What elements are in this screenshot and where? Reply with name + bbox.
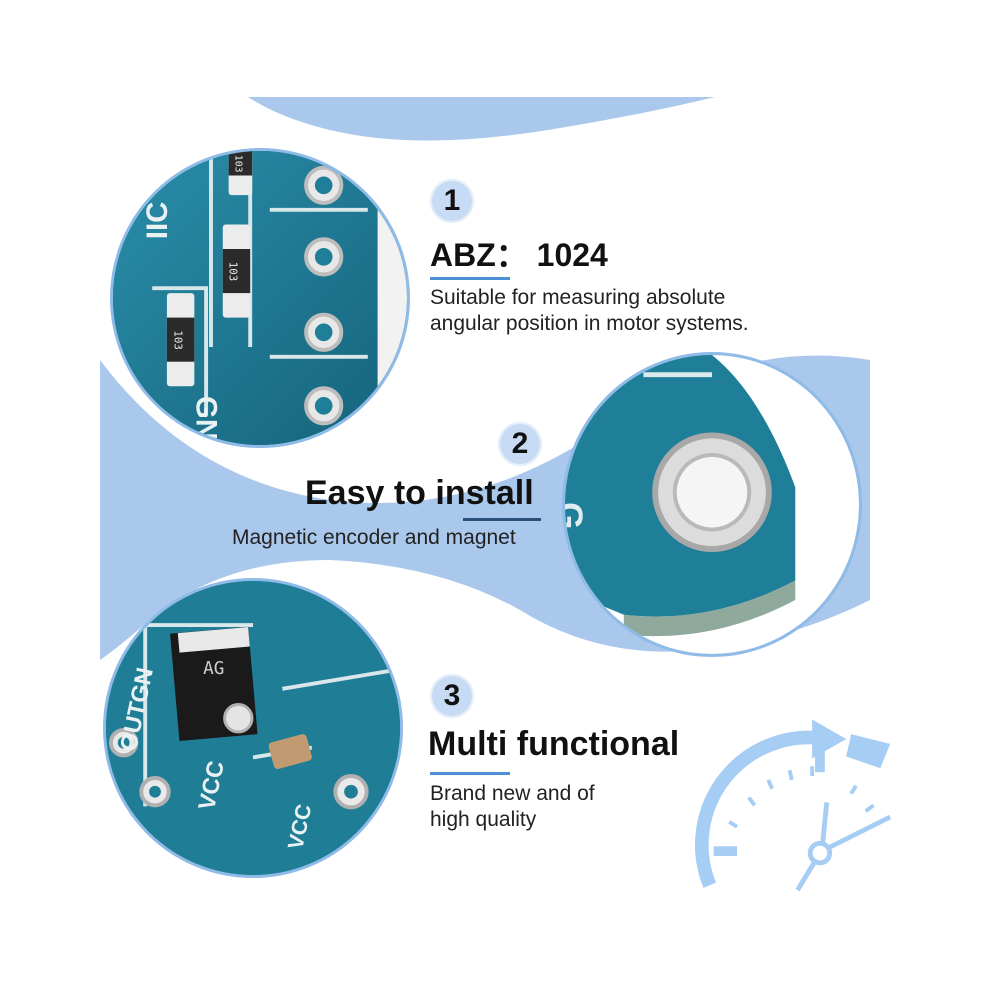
arrow-icon	[812, 719, 847, 759]
feature-1-description-line-1: Suitable for measuring absolute	[430, 286, 726, 309]
feature-1-description-line-2: angular position in motor systems.	[430, 312, 749, 335]
feature-2-title: Easy to install	[305, 474, 534, 512]
feature-2-description-line-1: Magnetic encoder and magnet	[232, 526, 516, 549]
pcb-closeup-photo-1: 103 103 103 IIC GND	[110, 148, 410, 448]
feature-3-underline	[430, 772, 510, 775]
feature-3-description-line-1: Brand new and of	[430, 782, 595, 805]
feature-3-title: Multi functional	[428, 725, 680, 763]
diode-marking: AG	[203, 659, 224, 679]
resistor-b-label: 103	[227, 262, 240, 281]
mounting-hole-photo-2: G	[562, 352, 862, 657]
feature-1-title: ABZ： 1024	[430, 237, 608, 273]
feature-3-number-badge: 3	[430, 674, 474, 718]
feature-2-underline	[463, 518, 541, 521]
top-wave	[248, 97, 715, 141]
feature-3-description-line-2: high quality	[430, 808, 537, 831]
resistor-a-label: 103	[172, 330, 185, 349]
cut-text: G	[565, 502, 589, 529]
feature-2-number-badge: 2	[498, 422, 542, 466]
feature-1-underline	[430, 277, 510, 280]
feature-1-number-badge: 1	[430, 179, 474, 223]
pcb-closeup-photo-3: AG OUTGN VCC VCC	[103, 578, 403, 878]
stopwatch-icon	[695, 719, 892, 892]
iic-label: IIC	[141, 202, 174, 240]
resistor-c-label: 103	[233, 155, 244, 173]
